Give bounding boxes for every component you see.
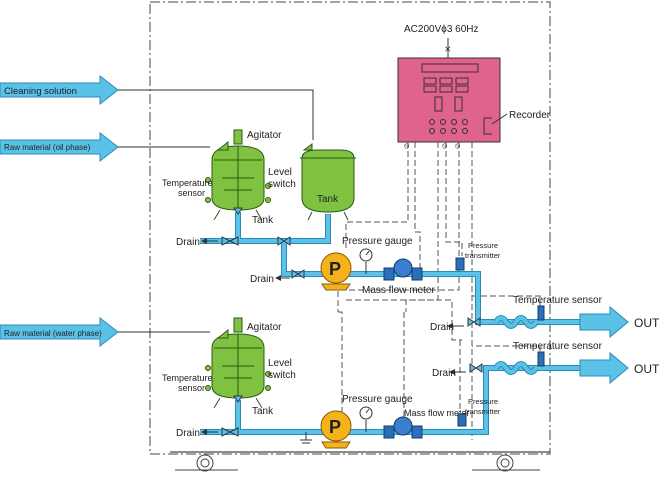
- oil-phase-label: Raw material (oil phase): [4, 143, 91, 152]
- drain-label-bottom-out: Drain: [432, 368, 456, 379]
- drain-label-top-out: Drain: [430, 322, 454, 333]
- mass-flow-meter-label-top: Mass flow meter: [362, 285, 435, 296]
- level-switch-label-top-2: switch: [268, 179, 296, 190]
- level-switch-label-top-1: Level: [268, 167, 292, 178]
- pressure-tx-label-top-2: transmitter: [465, 251, 501, 260]
- coil-bottom: [494, 362, 538, 374]
- mass-flow-meter-top: [383, 258, 423, 281]
- input-lines: [118, 89, 314, 333]
- pressure-gauge-bottom: [359, 406, 373, 432]
- signal-wiring: [337, 142, 541, 440]
- pump-symbol-top: P: [329, 259, 341, 279]
- coil-top: [494, 316, 538, 328]
- drain-label-top-a: Drain: [176, 237, 200, 248]
- temp-sensor-bottom: [537, 351, 545, 367]
- input-arrow-water: Raw material (water phase): [0, 316, 119, 348]
- valves-top: [221, 207, 481, 327]
- svg-text:⦸: ⦸: [455, 141, 461, 150]
- pressure-gauge-top: [359, 248, 373, 274]
- tank-cleaning: [300, 143, 356, 221]
- pressure-gauge-label-top: Pressure gauge: [342, 236, 413, 247]
- out-label-top: OUT: [634, 316, 660, 330]
- temp-sensor-top: [537, 305, 545, 321]
- input-arrow-cleaning: Cleaning solution: [0, 74, 119, 106]
- mass-flow-meter-bottom: [383, 416, 423, 439]
- tank-label-top-big: Tank: [317, 194, 339, 205]
- valves-bottom: [221, 363, 483, 437]
- pressure-tx-label-bottom-2: transmitter: [465, 407, 501, 416]
- svg-text:⦸: ⦸: [404, 141, 410, 150]
- level-switch-label-bottom-1: Level: [268, 358, 292, 369]
- water-phase-label: Raw material (water phase): [4, 329, 102, 338]
- level-switch-label-bottom-2: switch: [268, 370, 296, 381]
- pressure-gauge-label-bottom: Pressure gauge: [342, 394, 413, 405]
- skid-frame: [149, 1, 551, 455]
- temp-sensor-label-bottom-2: sensor: [178, 383, 205, 393]
- recorder-leader: [491, 113, 508, 125]
- tank-oil-small: [205, 129, 271, 221]
- svg-text:⦸: ⦸: [442, 141, 448, 150]
- input-arrow-oil: Raw material (oil phase): [0, 131, 119, 163]
- power-label: AC200Vϕ3 60Hz: [404, 24, 479, 35]
- temperature-sensor-label-bottom: Temperature sensor: [513, 341, 603, 352]
- pressure-tx-label-bottom-1: Pressure: [468, 397, 498, 406]
- temp-sensor-label-top-2: sensor: [178, 188, 205, 198]
- mass-flow-meter-label-bottom: Mass flow meter: [404, 408, 470, 418]
- signal-break-marks: ⦸ ⦸ ⦸: [404, 141, 461, 150]
- pump-symbol-bottom: P: [329, 417, 341, 437]
- temp-sensor-label-bottom-1: Temperature: [162, 373, 213, 383]
- pump-top: P: [320, 252, 352, 291]
- temperature-sensor-label-top: Temperature sensor: [513, 295, 603, 306]
- pressure-transmitter-bottom: [457, 413, 467, 427]
- ground-symbol: [300, 432, 312, 444]
- out-label-bottom: OUT: [634, 362, 660, 376]
- pump-bottom: P: [320, 410, 352, 449]
- drain-label-top-b: Drain: [250, 274, 274, 285]
- tank-label-top-small: Tank: [252, 215, 274, 226]
- pressure-transmitter-top: [455, 257, 465, 271]
- tank-label-bottom: Tank: [252, 406, 274, 417]
- out-arrow-top: [579, 305, 629, 339]
- control-panel: [397, 57, 501, 143]
- recorder-label: Recorder: [509, 110, 551, 121]
- temp-sensor-label-top-1: Temperature: [162, 178, 213, 188]
- cleaning-solution-label: Cleaning solution: [4, 86, 77, 97]
- tank-water: [205, 317, 271, 409]
- out-arrow-bottom: [579, 351, 629, 385]
- agitator-label-top: Agitator: [247, 130, 282, 141]
- agitator-label-bottom: Agitator: [247, 322, 282, 333]
- drain-label-bottom-a: Drain: [176, 428, 200, 439]
- caster-right: [472, 454, 540, 472]
- power-break-mark: ⨯: [444, 44, 452, 54]
- pressure-tx-label-top-1: Pressure: [468, 241, 498, 250]
- caster-left: [175, 454, 238, 472]
